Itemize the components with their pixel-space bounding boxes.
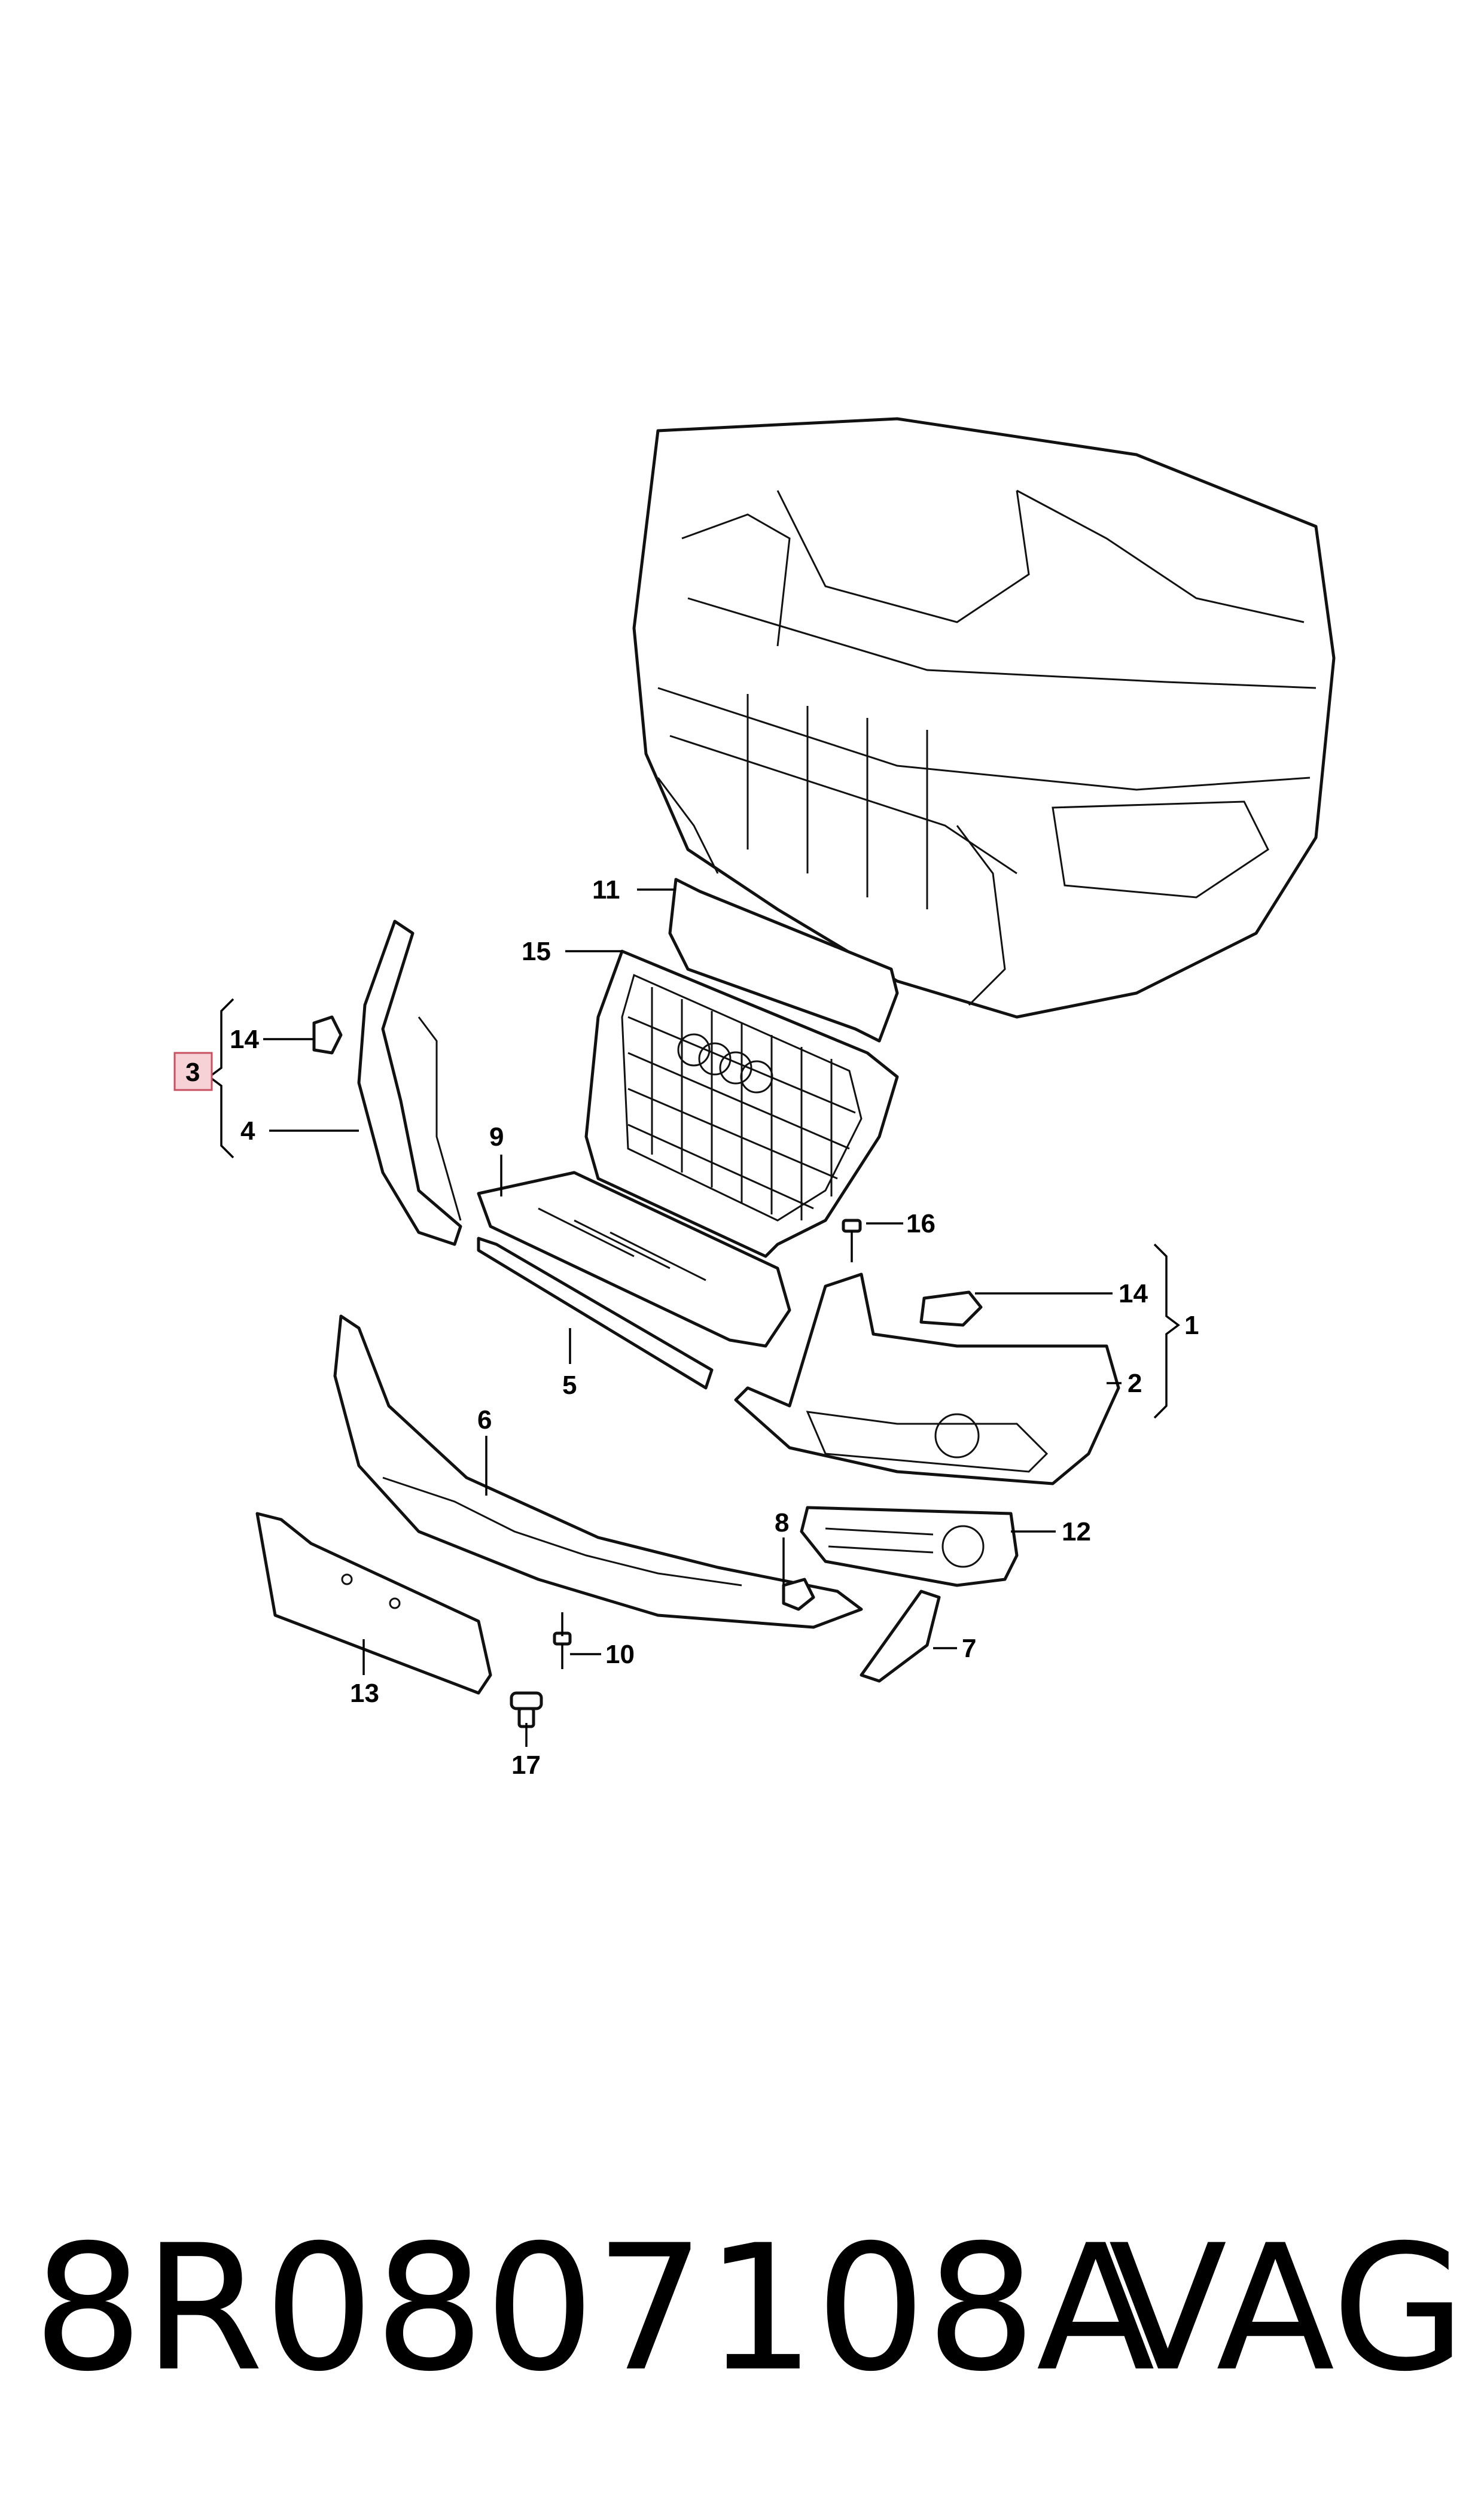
part-8-clip [782,1578,815,1611]
part-10-screw [553,1631,572,1669]
vehicle-front-structure [632,417,1336,1019]
callout-15: 15 [522,937,551,966]
callout-6: 6 [477,1405,492,1435]
part-12-fog-lamp-grille [800,1506,1019,1587]
brand-name: VAG [1108,2208,1466,2410]
callout-16: 16 [906,1209,936,1238]
callout-1: 1 [1184,1311,1199,1340]
part-11-bracket [668,878,899,1043]
part-4-bumper-side-left [357,919,462,1246]
group-bracket-3 [208,998,234,1159]
callout-14-right: 14 [1119,1279,1148,1308]
part-13-license-plate-bracket [255,1512,492,1695]
callout-10: 10 [605,1640,635,1669]
part-17-clip [510,1691,543,1728]
part-6-lower-bumper [333,1314,863,1629]
callout-17: 17 [511,1750,541,1780]
callout-12: 12 [1062,1517,1091,1546]
part-7-bracket [860,1590,941,1683]
callout-3: 3 [185,1058,200,1087]
part-16-screw [842,1219,862,1262]
part-2-bumper-cover-right [734,1272,1120,1485]
part-number: 8R0807108A [33,2208,1155,2410]
part-14-cap-right [919,1290,983,1327]
callout-2: 2 [1128,1369,1142,1398]
part-5-lower-strip [477,1237,714,1390]
callout-5: 5 [562,1371,577,1400]
caption: 8R0807108A VAG [0,2202,1484,2417]
callout-13: 13 [350,1679,379,1708]
callout-9: 9 [489,1122,504,1152]
callout-7: 7 [962,1634,976,1663]
callout-8: 8 [775,1508,789,1537]
callout-11: 11 [592,875,620,905]
part-14-clip-left [312,1015,343,1055]
part-9-air-guide [477,1171,791,1348]
part-15-radiator-grille [584,949,899,1258]
callout-14-left: 14 [230,1025,259,1054]
callout-4: 4 [240,1116,255,1146]
group-bracket-1 [1153,1243,1180,1419]
leader-lines [263,888,1122,1747]
highlight-callout-3 [173,1052,213,1091]
